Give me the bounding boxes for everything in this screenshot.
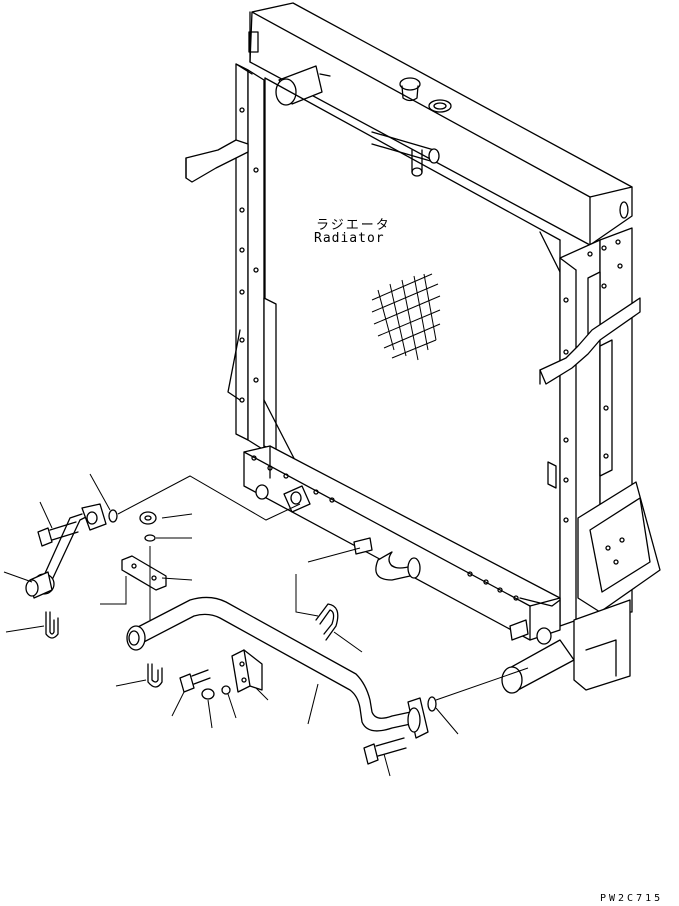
u-bolt-center <box>147 663 163 688</box>
o-ring-right <box>427 696 437 712</box>
filler-cap <box>399 77 452 113</box>
nut-and-washer <box>139 511 157 542</box>
u-bolt-right <box>315 603 339 641</box>
water-pipe <box>126 596 429 739</box>
bolt-left <box>37 521 79 547</box>
drain-pipe-left <box>25 503 107 599</box>
right-side-frame <box>539 227 661 627</box>
pipe-bracket <box>231 649 263 693</box>
bolt-right <box>363 737 407 765</box>
bolt-center <box>179 669 231 700</box>
drawing-code: PW2C715 <box>600 893 664 904</box>
vent-tube <box>371 131 440 177</box>
o-ring-left <box>108 509 118 523</box>
clamp-plate <box>121 555 167 591</box>
radiator-bottom-tank <box>243 445 631 694</box>
left-stay-bracket <box>185 139 249 183</box>
radiator-label-en: Radiator <box>314 231 385 246</box>
radiator-label-jp: ラジエータ <box>316 218 391 233</box>
u-bolt-left <box>45 611 59 639</box>
core-mesh <box>371 273 441 361</box>
upper-inlet-pipe <box>275 65 331 106</box>
left-side-frame <box>227 63 301 471</box>
assembly-lines <box>100 475 529 701</box>
leader-lines <box>3 473 459 777</box>
radiator-top-tank <box>248 2 633 246</box>
